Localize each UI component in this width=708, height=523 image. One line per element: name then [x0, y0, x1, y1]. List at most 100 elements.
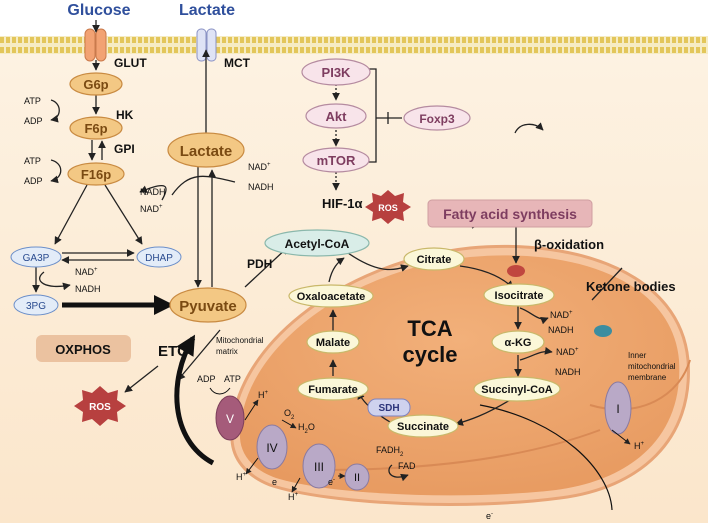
- svg-text:SDH: SDH: [378, 403, 399, 414]
- svg-text:mTOR: mTOR: [317, 153, 356, 168]
- svg-text:H+: H+: [236, 472, 247, 482]
- glucose-label: Glucose: [67, 2, 130, 19]
- node-citrate: Citrate: [403, 247, 465, 271]
- ketone-enzyme-icon: [594, 325, 612, 337]
- complex-ii: II: [344, 463, 370, 491]
- svg-text:H+: H+: [634, 441, 645, 451]
- node-dhap: DHAP: [136, 246, 182, 268]
- node-succinyl-coa: Succinyl-CoA: [473, 376, 561, 402]
- etc-annotations: ADP ATP H+ O2 H2O H+ e H+ e- H+ e-: [197, 374, 645, 521]
- svg-text:H2O: H2O: [298, 422, 315, 435]
- svg-text:ADP: ADP: [197, 374, 216, 384]
- svg-text:α-KG: α-KG: [505, 337, 532, 349]
- svg-text:Foxp3: Foxp3: [419, 112, 455, 126]
- svg-text:Acetyl-CoA: Acetyl-CoA: [285, 237, 350, 251]
- hk-label: HK: [116, 108, 134, 122]
- svg-text:Fumarate: Fumarate: [308, 384, 358, 396]
- oxphos-box: OXPHOS: [36, 335, 131, 362]
- node-f16p: F16p: [67, 162, 125, 186]
- glut-label: GLUT: [114, 56, 147, 70]
- adp-1: ADP: [24, 116, 43, 126]
- etc-label: ETC: [158, 343, 188, 360]
- svg-text:I: I: [616, 402, 619, 416]
- hif-label: HIF-1α: [322, 196, 363, 211]
- ros-star-bottom: ROS: [74, 386, 126, 426]
- beta-oxidation-enzyme-icon: [507, 265, 525, 277]
- node-pi3k: PI3K: [301, 58, 371, 86]
- node-fumarate: Fumarate: [297, 377, 369, 401]
- nad-2: NAD+: [248, 162, 271, 172]
- svg-text:3PG: 3PG: [26, 301, 46, 312]
- svg-text:Malate: Malate: [316, 337, 350, 349]
- fatty-acid-synthesis-box: Fatty acid synthesis: [427, 199, 593, 228]
- svg-text:Citrate: Citrate: [417, 254, 452, 266]
- sdh-enzyme-box: SDH: [367, 398, 411, 417]
- svg-text:ROS: ROS: [89, 402, 111, 413]
- node-3pg: 3PG: [13, 294, 59, 316]
- tca-nad-1: NAD+: [550, 310, 573, 320]
- nadh-1: NADH: [140, 187, 166, 197]
- fad-label: FAD: [398, 461, 416, 471]
- svg-text:H+: H+: [258, 390, 269, 400]
- nadh-2: NADH: [248, 182, 274, 192]
- complex-iv: IV: [256, 424, 288, 470]
- etc-to-ros-arrow: [124, 365, 159, 393]
- adp-2: ADP: [24, 176, 43, 186]
- ros-star-top: ROS: [365, 190, 411, 224]
- svg-text:Oxaloacetate: Oxaloacetate: [297, 291, 365, 303]
- node-acetyl-coa: Acetyl-CoA: [264, 229, 370, 257]
- node-lactate: Lactate: [167, 132, 245, 168]
- pdh-label: PDH: [247, 257, 272, 271]
- svg-text:II: II: [354, 472, 360, 484]
- node-akt: Akt: [305, 103, 367, 129]
- node-akg: α-KG: [491, 330, 545, 354]
- svg-text:III: III: [314, 460, 324, 474]
- svg-text:V: V: [226, 412, 234, 426]
- svg-text:F16p: F16p: [81, 167, 111, 182]
- node-f6p: F6p: [69, 116, 123, 140]
- svg-text:OXPHOS: OXPHOS: [55, 342, 111, 357]
- node-mtor: mTOR: [302, 147, 370, 173]
- atp-2: ATP: [24, 156, 41, 166]
- svg-text:F6p: F6p: [84, 121, 107, 136]
- svg-text:GA3P: GA3P: [23, 253, 50, 264]
- complex-iii: III: [302, 443, 336, 489]
- glut-transporter-icon: [84, 28, 107, 62]
- svg-text:Pyuvate: Pyuvate: [179, 298, 237, 315]
- node-oxaloacetate: Oxaloacetate: [288, 284, 374, 308]
- ketone-bodies-label: Ketone bodies: [586, 279, 676, 294]
- node-ga3p: GA3P: [10, 246, 62, 268]
- node-succinate: Succinate: [387, 414, 459, 438]
- svg-text:Isocitrate: Isocitrate: [495, 290, 544, 302]
- svg-text:Succinyl-CoA: Succinyl-CoA: [481, 384, 553, 396]
- node-g6p: G6p: [69, 72, 123, 96]
- node-foxp3: Foxp3: [403, 105, 471, 131]
- lactate-top-label: Lactate: [179, 2, 235, 19]
- gpi-label: GPI: [114, 142, 135, 156]
- fadh2-label: FADH2: [376, 445, 404, 458]
- nad-3: NAD+: [75, 267, 98, 277]
- svg-text:e-: e-: [328, 477, 335, 487]
- svg-text:e: e: [272, 477, 277, 487]
- svg-text:H+: H+: [288, 492, 299, 502]
- svg-text:O2: O2: [284, 408, 295, 421]
- svg-text:PI3K: PI3K: [322, 65, 352, 80]
- svg-text:e-: e-: [486, 511, 493, 521]
- tca-nadh-1: NADH: [548, 325, 574, 335]
- node-pyruvate: Pyuvate: [169, 287, 247, 323]
- svg-text:Succinate: Succinate: [397, 421, 449, 433]
- atp-1: ATP: [24, 96, 41, 106]
- svg-text:Akt: Akt: [326, 109, 348, 124]
- svg-text:ROS: ROS: [378, 203, 398, 213]
- tca-nad-2: NAD+: [556, 347, 579, 357]
- svg-text:IV: IV: [266, 441, 277, 455]
- beta-oxidation-label: β-oxidation: [534, 237, 604, 252]
- mitochondrion: [230, 244, 691, 506]
- nadh-3: NADH: [75, 284, 101, 294]
- node-isocitrate: Isocitrate: [483, 283, 555, 307]
- tca-nadh-2: NADH: [555, 367, 581, 377]
